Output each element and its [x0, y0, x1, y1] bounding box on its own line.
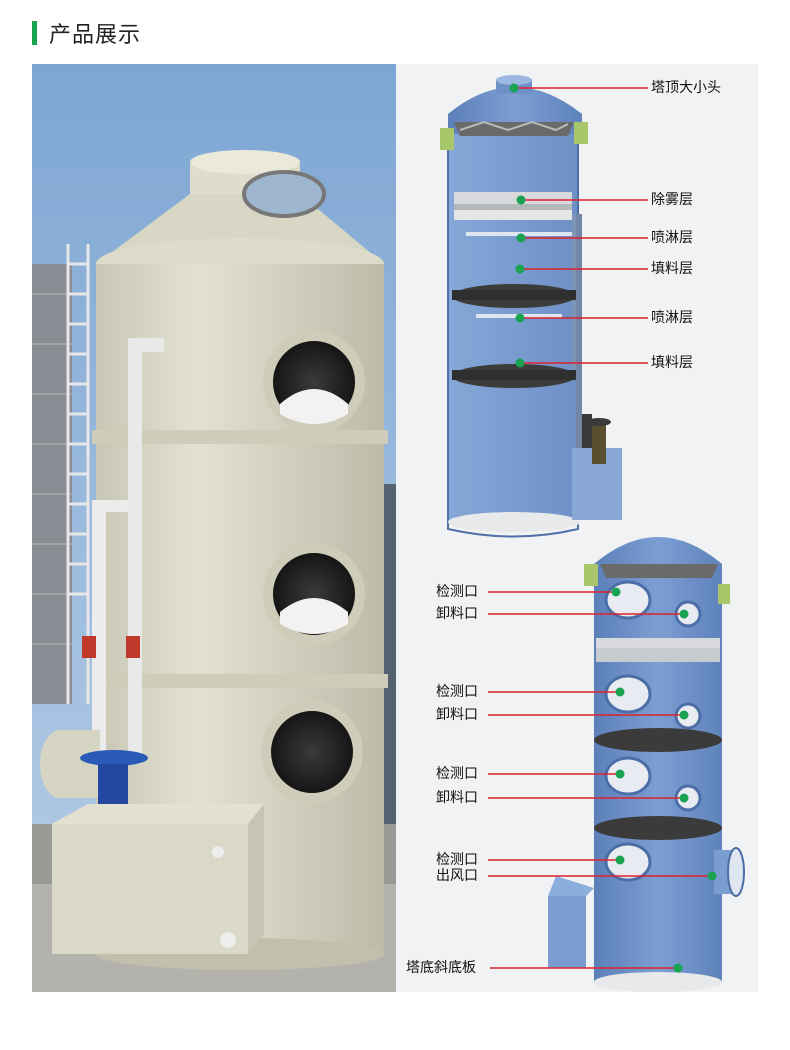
- label-spray-layer-1: 喷淋层: [651, 230, 693, 246]
- upper-leader-lines: [509, 83, 648, 368]
- label-packing-layer-1: 填料层: [651, 261, 693, 277]
- structure-diagram-panel: 塔顶大小头 除雾层 喷淋层 填料层 喷淋层 填料层 检测口 卸料口 检测口 卸料…: [396, 64, 758, 992]
- page-title: 产品展示: [49, 23, 142, 48]
- label-packing-layer-2: 填料层: [651, 355, 693, 371]
- header-accent-bar: [32, 21, 37, 45]
- label-discharge-port-3: 卸料口: [436, 790, 478, 806]
- lower-tower-external: [548, 537, 745, 992]
- label-demister-layer: 除雾层: [651, 192, 693, 208]
- label-air-outlet: 出风口: [436, 868, 478, 884]
- label-discharge-port-1: 卸料口: [436, 606, 478, 622]
- label-discharge-port-2: 卸料口: [436, 707, 478, 723]
- lower-leader-lines: [488, 587, 717, 973]
- label-inspection-port-3: 检测口: [436, 766, 478, 782]
- label-tower-top-reducer: 塔顶大小头: [651, 80, 721, 96]
- label-spray-layer-2: 喷淋层: [651, 310, 693, 326]
- label-sloped-bottom-plate: 塔底斜底板: [406, 960, 476, 976]
- section-header: 产品展示: [32, 18, 141, 48]
- label-inspection-port-2: 检测口: [436, 684, 478, 700]
- upper-tower-cutaway: [440, 75, 622, 538]
- product-photo: [32, 64, 396, 992]
- label-inspection-port-1: 检测口: [436, 584, 478, 600]
- label-inspection-port-4: 检测口: [436, 852, 478, 868]
